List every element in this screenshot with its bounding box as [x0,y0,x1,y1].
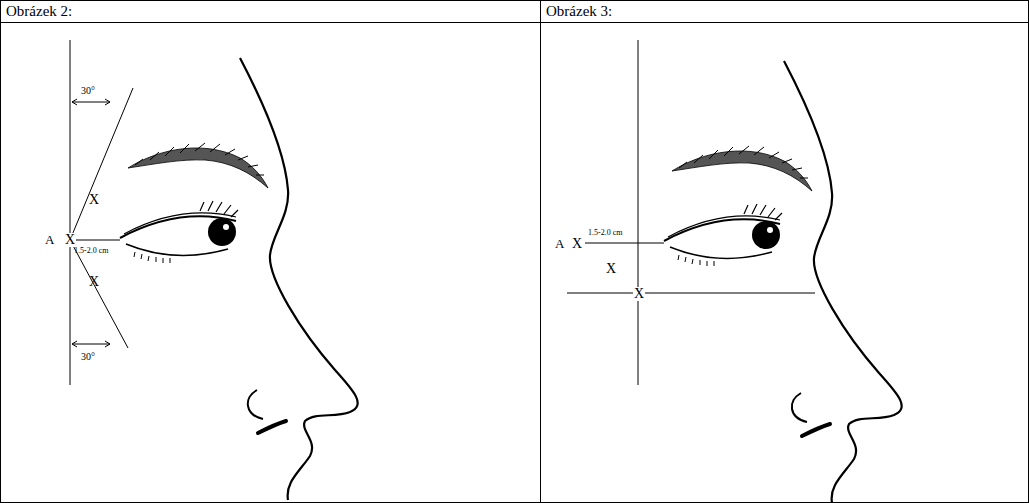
point-mark: X [89,193,99,207]
point-mark: X [89,275,99,289]
point-mark: X [572,237,582,251]
point-mark: X [64,233,76,247]
point-name: A [555,237,564,250]
dimension-label: 1.5-2.0 cm [74,247,108,255]
point-mark: X [606,262,616,276]
dimension-label: 1.5-2.0 cm [588,229,622,237]
point-name: A [45,233,54,246]
point-mark: X [633,287,645,301]
figure-heading: Obrázek 2: [6,4,72,19]
angle-label: 30° [81,86,95,96]
angle-label: 30° [81,352,95,362]
figure-heading: Obrázek 3: [546,4,612,19]
